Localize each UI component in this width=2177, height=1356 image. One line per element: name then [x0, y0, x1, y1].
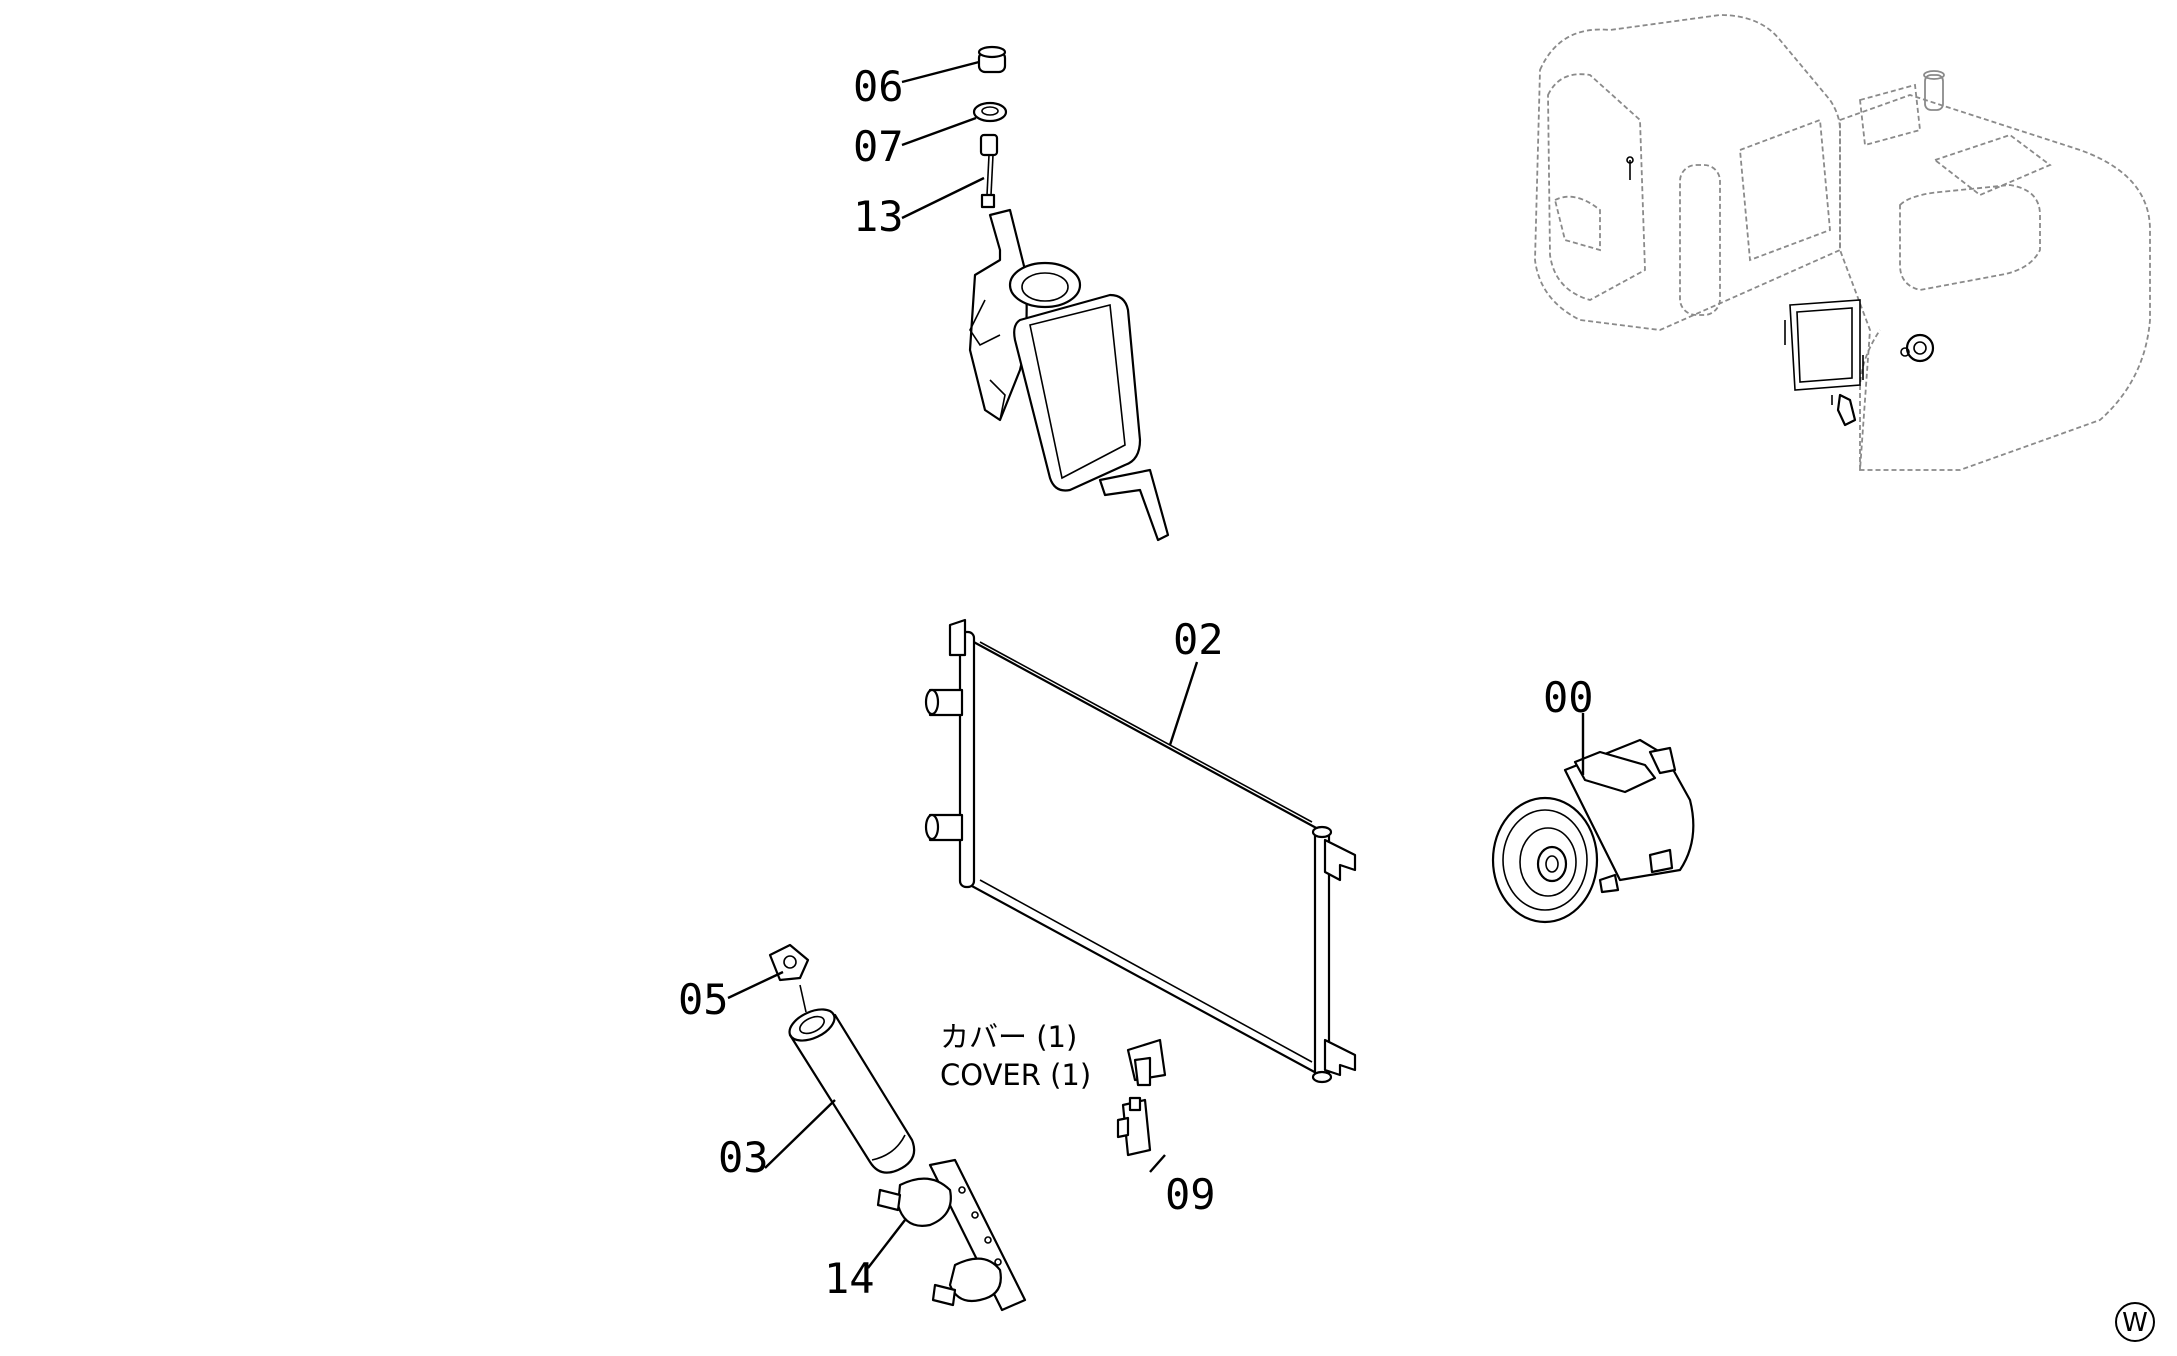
excavator-location-view	[1534, 14, 2151, 471]
label-00: 00	[1543, 673, 1594, 722]
label-13: 13	[853, 192, 904, 241]
part-06-cap[interactable]	[977, 45, 1007, 74]
callout-labels: 06 07 13 02 00 05 03 09 14	[678, 62, 1594, 1303]
label-03: 03	[718, 1133, 769, 1182]
part-00-compressor[interactable]	[1491, 738, 1695, 924]
part-09-clip[interactable]	[1116, 1096, 1152, 1157]
part-05-fitting[interactable]	[768, 943, 810, 982]
label-09: 09	[1165, 1170, 1216, 1219]
part-14-bracket[interactable]	[876, 1158, 1027, 1312]
cover-note-english: COVER (1)	[940, 1058, 1091, 1092]
corner-mark: W	[2115, 1302, 2155, 1342]
label-07: 07	[853, 122, 904, 171]
corner-mark-letter: W	[2122, 1308, 2148, 1338]
part-13-rod[interactable]	[979, 133, 999, 209]
cover-part[interactable]	[1126, 1038, 1167, 1087]
cover-note-japanese: カバー (1)	[940, 1020, 1077, 1054]
part-07-washer[interactable]	[972, 101, 1008, 123]
label-05: 05	[678, 975, 729, 1024]
leader-lines	[727, 60, 1585, 1269]
label-14: 14	[824, 1254, 875, 1303]
part-03-receiver-dryer[interactable]	[785, 984, 916, 1174]
label-06: 06	[853, 62, 904, 111]
reservoir-tank-assembly[interactable]	[968, 208, 1170, 542]
cover-note: カバー (1) COVER (1)	[940, 1020, 1091, 1092]
label-02: 02	[1173, 615, 1224, 664]
part-02-condenser[interactable]	[924, 618, 1357, 1084]
